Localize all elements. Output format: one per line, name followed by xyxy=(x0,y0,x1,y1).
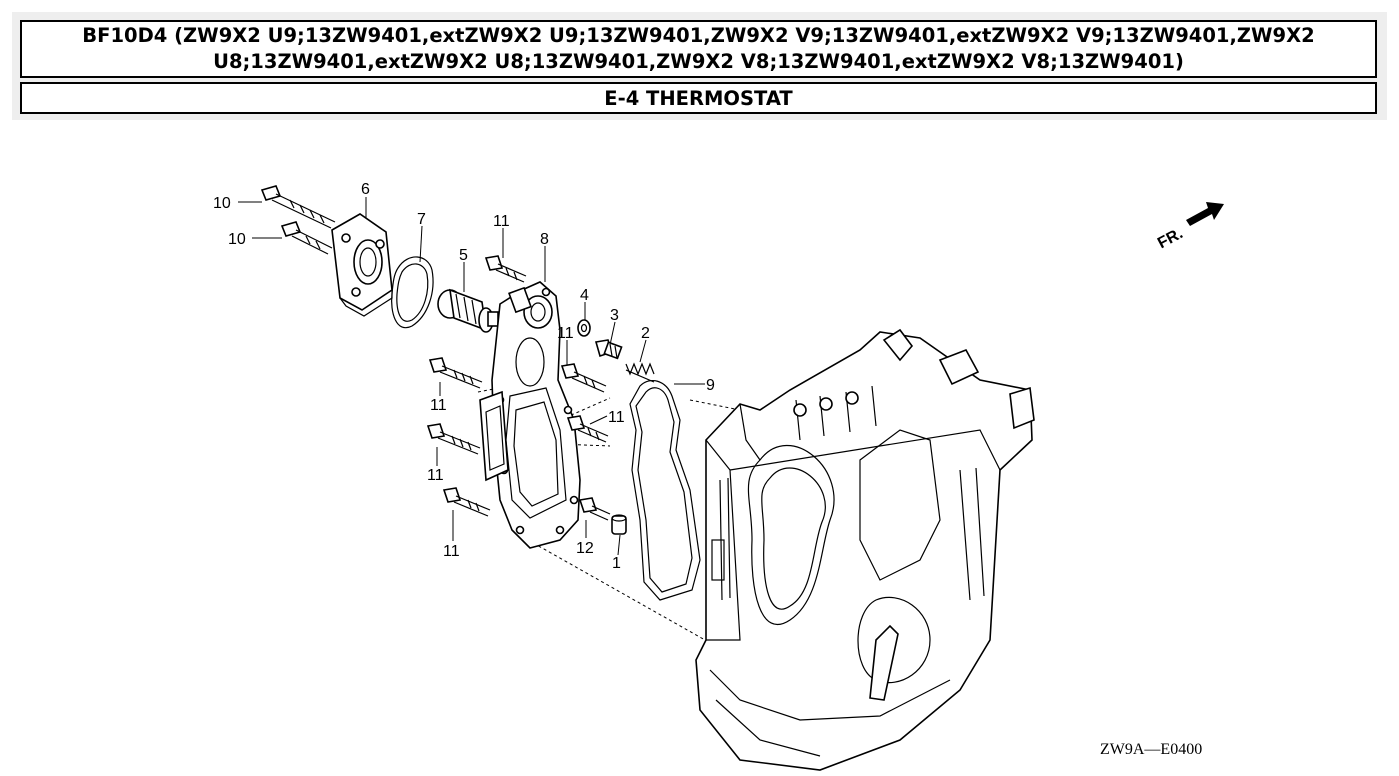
bolt-11-right xyxy=(566,415,609,443)
model-title-box: BF10D4 (ZW9X2 U9;13ZW9401,extZW9X2 U9;13… xyxy=(20,20,1377,78)
thermostat-cover-6 xyxy=(331,213,393,317)
callout-11-left-2: 11 xyxy=(427,467,444,484)
bolt-11-left-1 xyxy=(428,357,483,389)
callout-9: 9 xyxy=(706,377,715,394)
callout-10-lower: 10 xyxy=(228,231,246,248)
washer-4 xyxy=(577,319,591,337)
callout-7: 7 xyxy=(417,211,426,228)
spring-2 xyxy=(625,362,655,383)
bolt-11-left-2 xyxy=(426,423,481,455)
callout-10-upper: 10 xyxy=(213,195,231,212)
callout-12: 12 xyxy=(576,540,594,557)
callout-1: 1 xyxy=(612,555,621,572)
callout-11-left-3: 11 xyxy=(443,543,460,560)
callout-4: 4 xyxy=(580,287,589,304)
cover-gasket-7 xyxy=(391,256,434,329)
callout-11-top: 11 xyxy=(493,213,510,230)
dowel-pin-1 xyxy=(611,514,627,535)
front-arrow xyxy=(1186,202,1224,226)
bolt-10-lower xyxy=(280,221,333,255)
callout-11-right: 11 xyxy=(608,409,625,426)
callout-2: 2 xyxy=(641,325,650,342)
callout-8: 8 xyxy=(540,231,549,248)
section-title-box: E-4 THERMOSTAT xyxy=(20,82,1377,114)
housing-gasket-9 xyxy=(629,379,701,601)
housing-rear-block xyxy=(479,390,509,482)
callout-5: 5 xyxy=(459,247,468,264)
bolt-10-upper xyxy=(260,185,336,229)
bolt-11-mid xyxy=(560,363,607,393)
front-indicator-label: FR. xyxy=(1155,225,1186,252)
callout-11-mid: 11 xyxy=(557,325,574,342)
bolt-11-top xyxy=(484,255,527,283)
callout-6: 6 xyxy=(361,181,370,198)
bolt-11-left-3 xyxy=(442,487,491,517)
thermostat-housing-8 xyxy=(491,281,581,549)
drawing-reference: ZW9A—E0400 xyxy=(1100,741,1202,758)
model-title: BF10D4 (ZW9X2 U9;13ZW9401,extZW9X2 U9;13… xyxy=(82,24,1315,73)
section-title: E-4 THERMOSTAT xyxy=(604,86,793,110)
plug-3 xyxy=(594,339,623,360)
bolt-12 xyxy=(578,497,611,521)
thermostat-5 xyxy=(437,288,499,333)
header-panel: BF10D4 (ZW9X2 U9;13ZW9401,extZW9X2 U9;13… xyxy=(12,12,1387,120)
callout-3: 3 xyxy=(610,307,619,324)
cylinder-block xyxy=(695,328,1035,771)
callout-11-left-1: 11 xyxy=(430,397,447,414)
